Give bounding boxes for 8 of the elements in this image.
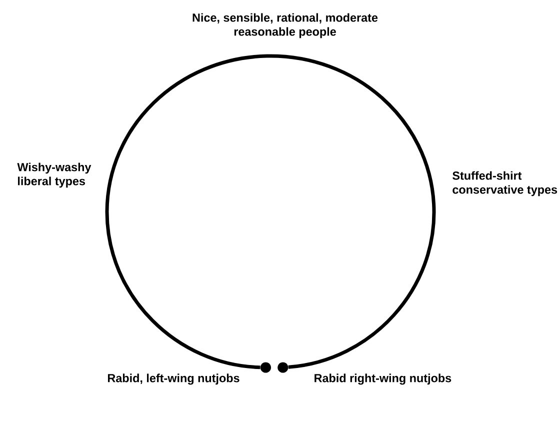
circle-arc: [105, 54, 436, 370]
category-label: Rabid, left-wing nutjobs: [108, 374, 240, 385]
category-label: Rabid right-wing nutjobs: [314, 374, 452, 385]
category-label: Wishy-washy liberal types: [17, 162, 92, 188]
category-label: Nice, sensible, rational, moderate reasonable people: [192, 13, 378, 38]
end-dot: [278, 362, 288, 373]
end-dot: [260, 362, 271, 373]
category-label: Stuffed-shirt conservative types: [452, 171, 558, 196]
